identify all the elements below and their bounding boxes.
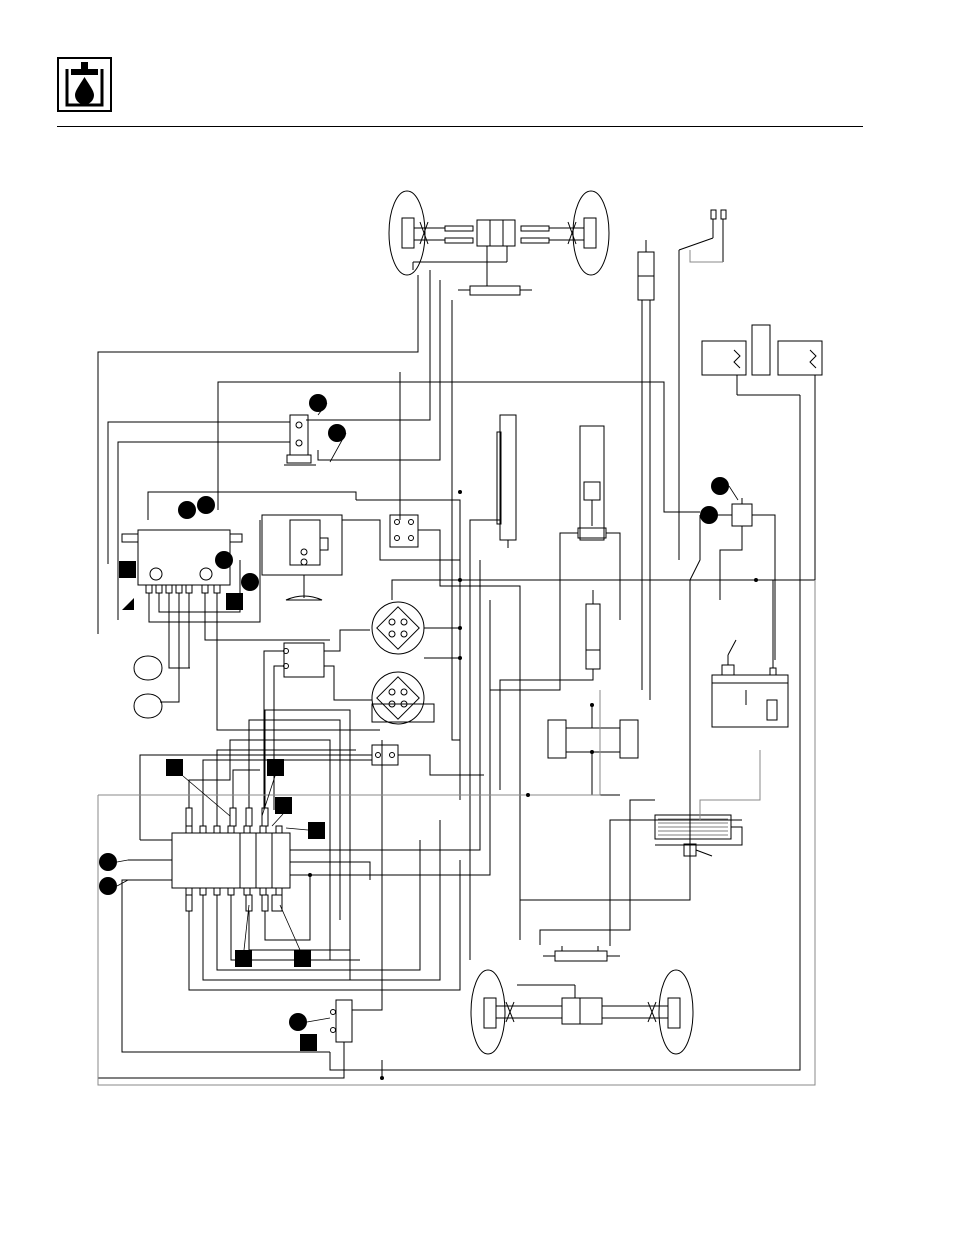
rear-right-wheel <box>659 970 693 1054</box>
rear-steer-cylinder <box>555 951 607 961</box>
hydraulic-motor-upper <box>372 602 424 654</box>
callout-circle <box>711 477 729 495</box>
callout-circle <box>197 496 215 514</box>
callout-circles <box>99 394 729 1031</box>
fitting-a <box>711 210 716 219</box>
front-steer-cylinder <box>470 286 520 295</box>
callout-square <box>235 950 252 967</box>
valve-block-right <box>778 341 822 375</box>
callout-circle <box>289 1013 307 1031</box>
diverter-block <box>284 643 324 677</box>
callout-square <box>267 759 284 776</box>
callout-square <box>166 759 183 776</box>
callout-square <box>226 593 243 610</box>
brake-valve <box>290 520 320 565</box>
selector-valve <box>390 515 418 547</box>
callout-circle <box>241 573 259 591</box>
callout-circle <box>309 394 327 412</box>
accumulator-lower <box>134 694 162 718</box>
callout-square <box>275 797 292 814</box>
callout-square <box>300 1034 317 1051</box>
pilot-valve-upper <box>290 415 308 455</box>
callout-square <box>294 950 311 967</box>
boom-cylinder <box>500 415 516 540</box>
front-axle <box>389 191 609 295</box>
fitting-b <box>721 210 726 219</box>
valve-block-left <box>702 341 746 375</box>
cylinder-pair-left <box>548 720 566 758</box>
rear-axle <box>471 946 693 1054</box>
accumulator-upper <box>134 656 162 680</box>
callout-circle <box>700 506 718 524</box>
valve-block-center <box>752 325 770 375</box>
callout-square <box>308 822 325 839</box>
tilt-cylinder <box>586 604 600 669</box>
front-right-wheel <box>573 191 609 275</box>
rear-differential <box>562 998 602 1024</box>
callout-circle <box>215 551 233 569</box>
pilot-valve-lower <box>336 1000 352 1042</box>
priority-valve <box>732 504 752 526</box>
callout-squares <box>119 561 325 1051</box>
callout-triangle <box>122 598 134 610</box>
callout-circle <box>99 877 117 895</box>
front-differential <box>477 220 515 246</box>
callout-circle <box>328 424 346 442</box>
callout-circle <box>99 853 117 871</box>
rear-left-wheel <box>471 970 505 1054</box>
callout-square <box>119 561 136 578</box>
cylinder-pair-right <box>620 720 638 758</box>
hydraulic-motor-lower <box>372 672 424 724</box>
callout-circle <box>178 501 196 519</box>
